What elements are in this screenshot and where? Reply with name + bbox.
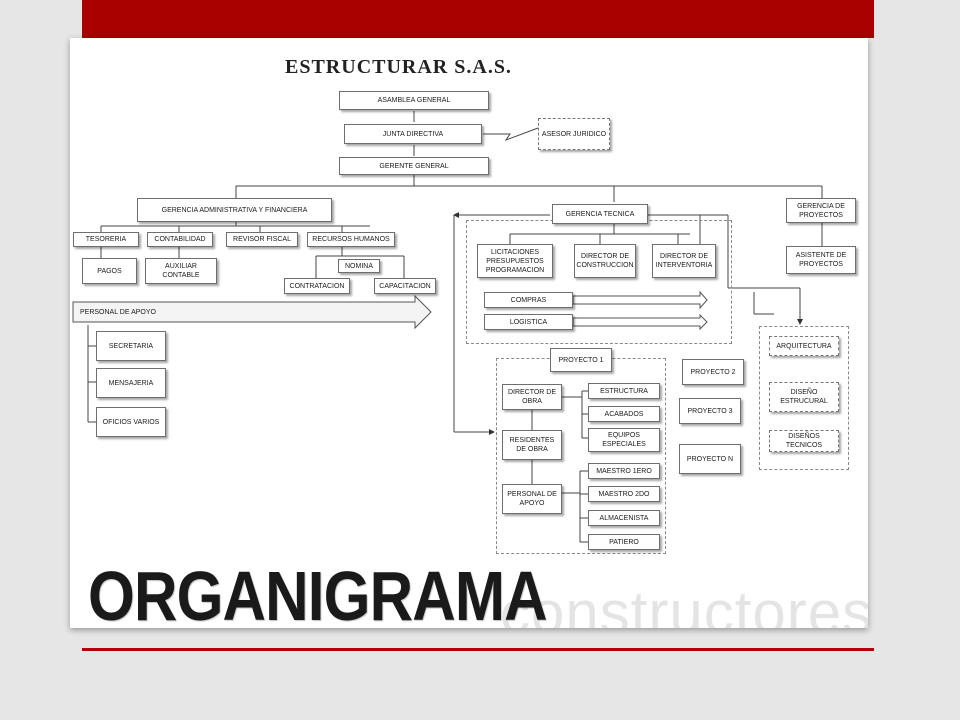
box-director-construccion: DIRECTOR DE CONSTRUCCION	[574, 244, 636, 278]
box-arquitectura: ARQUITECTURA	[769, 336, 839, 356]
box-revisor-fiscal: REVISOR FISCAL	[226, 232, 298, 247]
slide-title: ORGANIGRAMA	[88, 557, 548, 635]
design-group-frame	[759, 326, 849, 470]
box-gerente-general: GERENTE GENERAL	[339, 157, 489, 175]
box-patiero: PATIERO	[588, 534, 660, 550]
box-personal-de-apoyo-obra: PERSONAL DE APOYO	[502, 484, 562, 514]
connector-lines	[72, 111, 823, 543]
box-director-interventoria: DIRECTOR DE INTERVENTORIA	[652, 244, 716, 278]
box-asamblea-general: ASAMBLEA GENERAL	[339, 91, 489, 110]
box-secretaria: SECRETARIA	[96, 331, 166, 361]
box-asistente-proyectos: ASISTENTE DE PROYECTOS	[786, 246, 856, 274]
top-accent-bar	[82, 0, 874, 38]
box-junta-directiva: JUNTA DIRECTIVA	[344, 124, 482, 144]
box-diseno-estructural: DISEÑO ESTRUCURAL	[769, 382, 839, 412]
box-logistica: LOGISTICA	[484, 314, 573, 330]
company-name: ESTRUCTURAR S.A.S.	[285, 56, 512, 78]
box-proyecto-1: PROYECTO 1	[550, 348, 612, 372]
box-pagos: PAGOS	[82, 258, 137, 284]
box-gerencia-tecnica: GERENCIA TECNICA	[552, 204, 648, 224]
box-compras: COMPRAS	[484, 292, 573, 308]
org-chart-image: constructores	[70, 38, 868, 628]
box-mensajeria: MENSAJERIA	[96, 368, 166, 398]
box-gerencia-administrativa: GERENCIA ADMINISTRATIVA Y FINANCIERA	[137, 198, 332, 222]
bottom-accent-rule	[82, 648, 874, 651]
background-watermark-word: constructores	[500, 579, 868, 628]
box-oficios-varios: OFICIOS VARIOS	[96, 407, 166, 437]
box-residentes-de-obra: RESIDENTES DE OBRA	[502, 430, 562, 460]
box-disenos-tecnicos: DISEÑOS TECNICOS	[769, 430, 839, 452]
box-gerencia-proyectos: GERENCIA DE PROYECTOS	[786, 198, 856, 223]
box-proyecto-n: PROYECTO N	[679, 444, 741, 474]
box-acabados: ACABADOS	[588, 406, 660, 422]
box-tesoreria: TESORERIA	[73, 232, 139, 247]
box-contratacion: CONTRATACION	[284, 278, 350, 294]
box-almacenista: ALMACENISTA	[588, 510, 660, 526]
box-estructura: ESTRUCTURA	[588, 383, 660, 399]
box-contabilidad: CONTABILIDAD	[147, 232, 213, 247]
box-maestro-2do: MAESTRO 2DO	[588, 486, 660, 502]
box-maestro-1ero: MAESTRO 1ERO	[588, 463, 660, 479]
box-proyecto-3: PROYECTO 3	[679, 398, 741, 424]
box-director-de-obra: DIRECTOR DE OBRA	[502, 384, 562, 410]
box-nomina: NOMINA	[338, 259, 380, 273]
box-recursos-humanos: RECURSOS HUMANOS	[307, 232, 395, 247]
box-capacitacion: CAPACITACION	[374, 278, 436, 294]
box-auxiliar-contable: AUXILIAR CONTABLE	[145, 258, 217, 284]
box-licitaciones: LICITACIONES PRESUPUESTOS PROGRAMACION	[477, 244, 553, 278]
box-asesor-juridico: ASESOR JURIDICO	[538, 118, 610, 150]
box-proyecto-2: PROYECTO 2	[682, 359, 744, 385]
label-personal-de-apoyo: PERSONAL DE APOYO	[80, 308, 156, 316]
box-equipos-especiales: EQUIPOS ESPECIALES	[588, 428, 660, 452]
